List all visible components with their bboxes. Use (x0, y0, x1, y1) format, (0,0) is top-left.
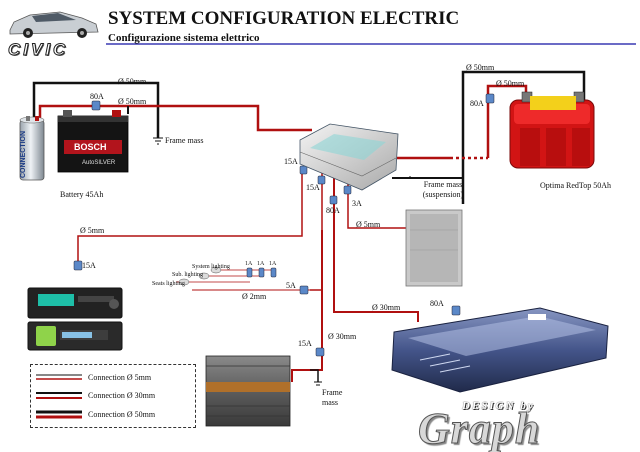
crossover-box-image (405, 209, 463, 287)
legend-item-30mm: Connection Ø 30mm (88, 391, 156, 400)
page-subtitle: Configurazione sistema elettrico (108, 32, 260, 44)
label-fuse-15a-a: 15A (284, 157, 298, 166)
label-wire-30mm-vertical: Ø 30mm (328, 332, 357, 341)
label-wire-50mm-right: Ø 50mm (496, 79, 525, 88)
lower-amplifier-image (205, 355, 291, 427)
label-wire-30mm-main: Ø 30mm (372, 303, 401, 312)
label-optima: Optima RedTop 50Ah (540, 181, 611, 190)
legend-swatches (36, 374, 82, 419)
label-sub-lighting: Sub. lighting (172, 272, 204, 278)
label-fuse-15a-headunit: 15A (82, 261, 96, 270)
battery-model: AutoSILVER (82, 160, 116, 166)
page-title: SYSTEM CONFIGURATION ELECTRIC (108, 8, 460, 29)
label-seats-lighting: Seats lighting (152, 281, 185, 287)
label-wire-50mm-right-top: Ø 50mm (466, 63, 495, 72)
label-fuse-1a-b: 1A (257, 261, 265, 267)
label-wire-2mm: Ø 2mm (242, 292, 267, 301)
label-fuse-5a: 5A (286, 281, 296, 290)
label-fuse-80a-left: 80A (90, 92, 104, 101)
fuse-icon (73, 93, 495, 357)
capacitor-image (19, 116, 45, 181)
label-wire-50mm-left: Ø 50mm (118, 97, 147, 106)
label-fuse-15a-b: 15A (306, 183, 320, 192)
civic-logo: CIVIC (7, 40, 69, 60)
optima-battery-image (509, 91, 595, 169)
graph-logo: Graph (417, 404, 541, 452)
label-wire-50mm-top: Ø 50mm (118, 77, 147, 86)
head-unit-top-image (27, 287, 123, 319)
main-amplifier-image (391, 307, 609, 393)
label-system-lighting: System lighting (192, 264, 230, 270)
label-frame-mass-battery: Frame mass (165, 136, 204, 145)
design-by-text: DESIGN by (462, 400, 535, 412)
legend-item-5mm: Connection Ø 5mm (88, 373, 152, 382)
label-fuse-80a-right: 80A (470, 99, 484, 108)
distribution-block-image (299, 123, 399, 191)
head-unit-bottom-image (27, 321, 123, 351)
label-fuse-80a-amp: 80A (430, 299, 444, 308)
label-frame-mass-amp: Frame mass (322, 388, 343, 407)
label-fuse-15a-lower: 15A (298, 339, 312, 348)
civic-car-image (9, 11, 99, 38)
capacitor-brand: CONNECTION (20, 130, 27, 178)
battery-brand: BOSCH (74, 142, 107, 152)
bosch-battery-image (57, 110, 129, 173)
label-fuse-1a-a: 1A (245, 261, 253, 267)
label-fuse-80a-dist: 80A (326, 206, 340, 215)
light-socket-icon (178, 266, 222, 286)
label-battery: Battery 45Ah (60, 190, 104, 199)
label-frame-mass-suspension: Frame mass (suspension) (422, 180, 464, 199)
label-wire-5mm-dist: Ø 5mm (356, 220, 381, 229)
label-wire-5mm-left: Ø 5mm (80, 226, 105, 235)
label-fuse-1a-c: 1A (269, 261, 277, 267)
label-fuse-3a: 3A (352, 199, 362, 208)
legend (30, 364, 196, 428)
legend-item-50mm: Connection Ø 50mm (88, 410, 156, 419)
